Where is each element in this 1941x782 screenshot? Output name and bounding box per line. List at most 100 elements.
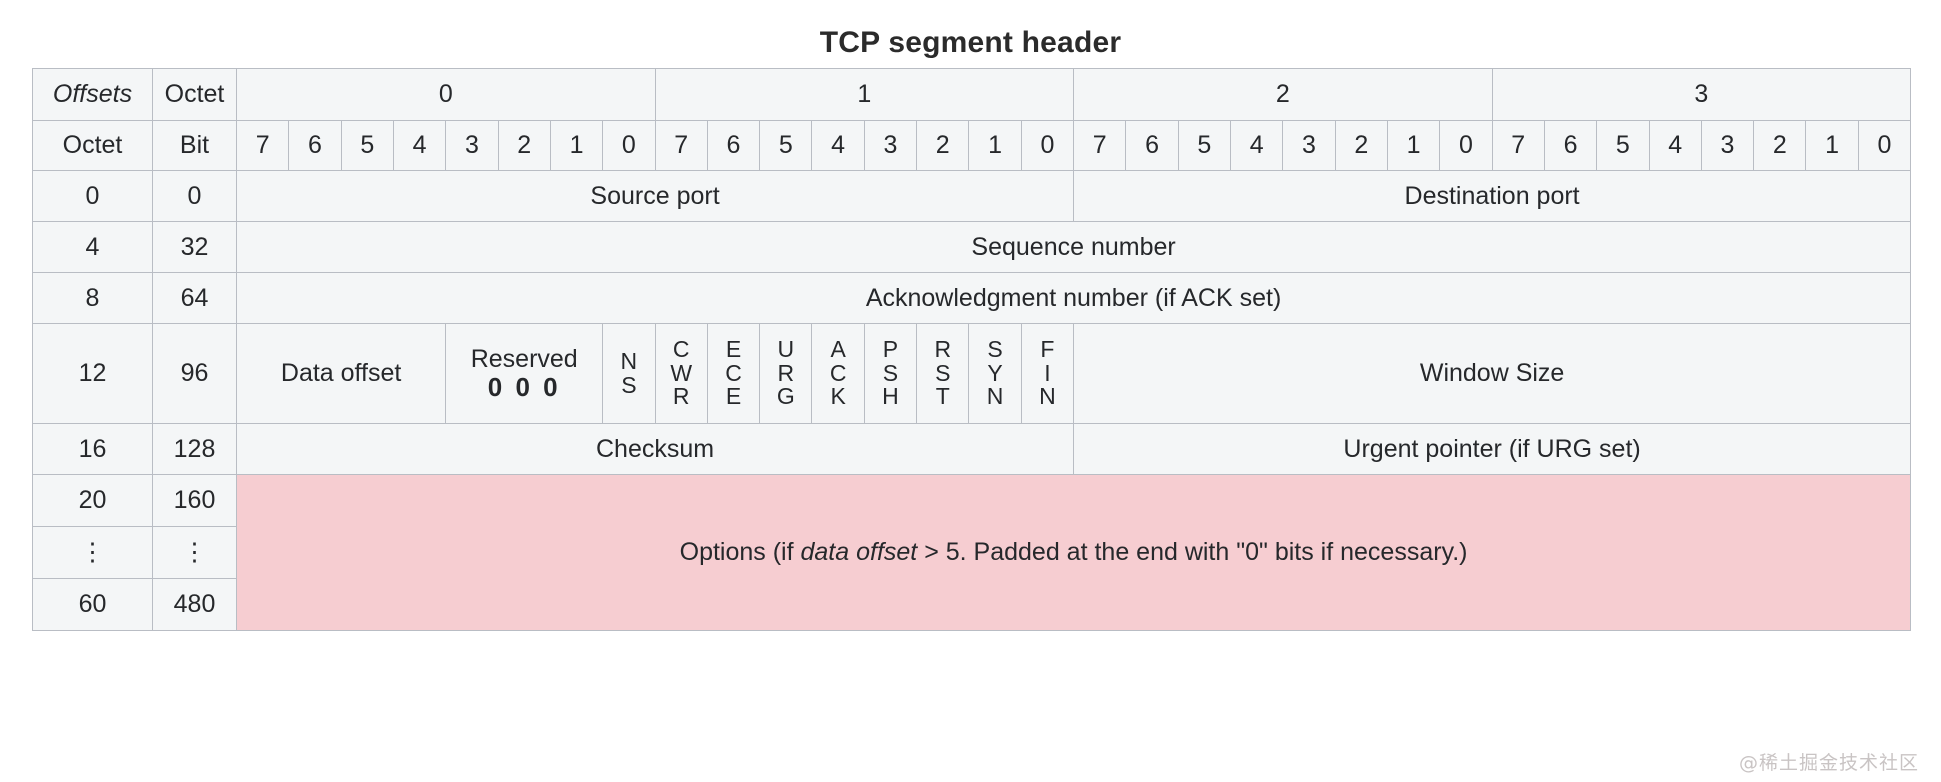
field-sequence-number: Sequence number bbox=[235, 221, 1912, 273]
bit-offset-4: 128 bbox=[152, 423, 237, 475]
bit-number-6: 1 bbox=[549, 120, 604, 171]
reserved-label: Reserved bbox=[470, 344, 578, 373]
flag-letter: S bbox=[621, 371, 637, 398]
flag-letter: C bbox=[829, 359, 847, 386]
flag-letter: T bbox=[935, 383, 950, 410]
bit-number-8: 7 bbox=[654, 120, 708, 171]
bit-number-9: 6 bbox=[706, 120, 761, 171]
bit-number-14: 1 bbox=[968, 120, 1022, 171]
flag-letter: N bbox=[1039, 383, 1056, 410]
field-source-port: Source port bbox=[235, 170, 1075, 222]
bit-number-21: 2 bbox=[1334, 120, 1388, 171]
options-text-part2: > 5. Padded at the end with "0" bits if … bbox=[917, 538, 1468, 566]
bit-number-25: 6 bbox=[1543, 120, 1598, 171]
bit-number-15: 0 bbox=[1020, 120, 1075, 171]
bit-offset-0: 0 bbox=[152, 170, 237, 222]
octet-group-0: 0 bbox=[236, 68, 656, 121]
page-title: TCP segment header bbox=[819, 26, 1122, 59]
bit-number-29: 2 bbox=[1753, 120, 1807, 171]
bit-number-19: 4 bbox=[1229, 120, 1284, 171]
octet-label-header: Octet bbox=[152, 68, 237, 121]
options-octet-offset-2: 60 bbox=[32, 578, 153, 631]
options-bit-offset-2: 480 bbox=[152, 578, 237, 631]
flag-letter: K bbox=[830, 383, 846, 410]
flag-letter: H bbox=[882, 383, 899, 410]
flag-letter: E bbox=[725, 336, 742, 363]
bit-number-18: 5 bbox=[1177, 120, 1232, 171]
reserved-zeros: 0 0 0 bbox=[487, 371, 561, 402]
options-bit-offset-0: 160 bbox=[152, 474, 237, 527]
flag-letter: R bbox=[934, 336, 952, 363]
options-bit-offset-1: ⋮ bbox=[152, 526, 237, 579]
options-octet-offset-1: ⋮ bbox=[32, 526, 153, 579]
bit-number-11: 4 bbox=[811, 120, 865, 171]
field-acknowledgment-number-if-ack-set: Acknowledgment number (if ACK set) bbox=[235, 272, 1912, 324]
flag-letter: A bbox=[830, 336, 846, 363]
bit-number-16: 7 bbox=[1073, 120, 1127, 171]
field-data-offset: Data offset bbox=[235, 323, 447, 424]
bit-number-30: 1 bbox=[1805, 120, 1859, 171]
bit-number-24: 7 bbox=[1491, 120, 1545, 171]
octet-offset-2: 8 bbox=[32, 272, 153, 324]
bit-number-28: 3 bbox=[1700, 120, 1755, 171]
octet-offset-1: 4 bbox=[32, 221, 153, 273]
flag-letter: G bbox=[776, 383, 795, 410]
bit-number-0: 7 bbox=[235, 120, 290, 171]
octet-offset-4: 16 bbox=[32, 423, 153, 475]
flag-letter: R bbox=[777, 359, 795, 386]
bit-number-2: 5 bbox=[340, 120, 394, 171]
field-checksum: Checksum bbox=[235, 423, 1075, 475]
octet-row-label: Octet bbox=[32, 120, 153, 171]
bit-number-13: 2 bbox=[916, 120, 970, 171]
field-urgent-pointer-if-urg-set: Urgent pointer (if URG set) bbox=[1073, 423, 1912, 475]
bit-number-26: 5 bbox=[1596, 120, 1650, 171]
flag-letter: E bbox=[725, 383, 742, 410]
flag-letter: F bbox=[1040, 336, 1055, 363]
bit-number-4: 3 bbox=[445, 120, 499, 171]
flag-letter: S bbox=[882, 359, 899, 386]
offsets-label: Offsets bbox=[32, 68, 153, 121]
field-options: Options (if data offset > 5. Padded at t… bbox=[235, 474, 1912, 631]
bit-number-10: 5 bbox=[759, 120, 813, 171]
flag-letter: R bbox=[672, 383, 690, 410]
bit-number-27: 4 bbox=[1648, 120, 1702, 171]
bit-label-header: Bit bbox=[152, 120, 237, 171]
flag-letter: S bbox=[987, 336, 1003, 363]
bit-number-22: 1 bbox=[1386, 120, 1441, 171]
watermark: @稀土掘金技术社区 bbox=[1738, 752, 1919, 774]
options-row: ⋮⋮ bbox=[32, 526, 1911, 579]
flag-letter: I bbox=[1044, 359, 1051, 386]
bit-offset-2: 64 bbox=[152, 272, 237, 324]
octet-offset-3: 12 bbox=[32, 323, 153, 424]
flag-letter: U bbox=[777, 336, 795, 363]
bit-number-1: 6 bbox=[288, 120, 342, 171]
bit-number-17: 6 bbox=[1125, 120, 1179, 171]
options-text-italic: data offset bbox=[800, 538, 918, 566]
field-window-size: Window Size bbox=[1073, 323, 1912, 424]
flag-letter: N bbox=[620, 348, 638, 375]
